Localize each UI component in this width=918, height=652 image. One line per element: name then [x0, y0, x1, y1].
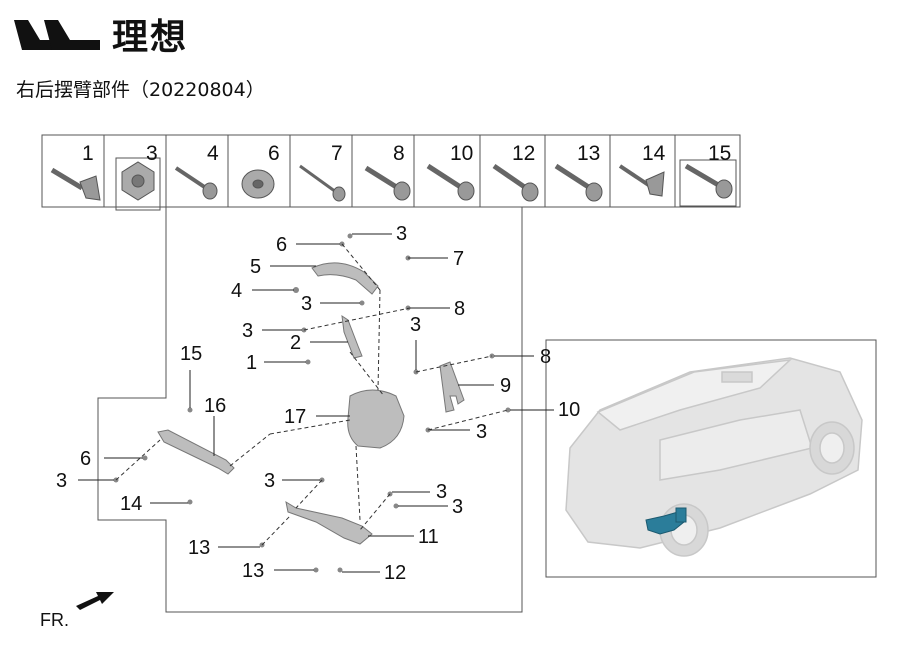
lower-arm-11	[285, 500, 373, 545]
callout-label: 3	[264, 470, 275, 492]
leader-lines	[78, 233, 554, 573]
header-nut-icon	[115, 157, 161, 211]
callout-label: 14	[120, 493, 142, 515]
header-bolt-icon	[492, 163, 539, 202]
callout-label: 10	[558, 399, 580, 421]
header-labels: 1 3 4 6 7 8 10 12 13 14 15	[82, 142, 731, 165]
trailing-link-9	[439, 361, 465, 413]
header-cell-label: 7	[331, 142, 343, 165]
upper-control-arm	[311, 262, 379, 295]
header-bolt-icon	[299, 164, 346, 202]
callout-label: 3	[410, 314, 421, 336]
callout-label: 16	[204, 395, 226, 417]
highlighted-part-icon	[645, 507, 687, 535]
callout-label: 4	[231, 280, 242, 302]
callout-label: 5	[250, 256, 261, 278]
diagram-frame	[97, 207, 523, 613]
header-cell-label: 14	[642, 142, 666, 165]
callout-labels: 6 3 5 7 4 3 8 3 2 1 3 8 9 10 3 15 16 17 …	[56, 223, 580, 584]
header-cell-label: 3	[146, 142, 158, 165]
callout-label: 2	[290, 332, 301, 354]
callout-label: 3	[452, 496, 463, 518]
brand-logo: 理想	[14, 8, 188, 60]
header-cell-label: 8	[393, 142, 405, 165]
front-direction-arrow-icon	[76, 592, 114, 610]
header-cell-label: 15	[708, 142, 731, 165]
header-bolt-icon	[554, 163, 603, 202]
header-bolt-icon	[174, 166, 218, 200]
header-part-icons	[50, 157, 737, 211]
callout-label: 6	[80, 448, 91, 470]
parts-header-strip	[41, 134, 741, 208]
header-cell-label: 10	[450, 142, 473, 165]
callout-label: 15	[180, 343, 202, 365]
header-washer-icon	[241, 169, 275, 199]
header-bolt-icon	[50, 167, 101, 201]
lower-link-16	[157, 429, 235, 475]
callout-label: 3	[436, 481, 447, 503]
toe-link	[341, 314, 363, 359]
brand-name: 理想	[112, 17, 189, 58]
callout-label: 3	[56, 470, 67, 492]
header-bolt-icon	[426, 163, 475, 201]
front-direction-label: FR.	[40, 610, 69, 630]
callout-label: 3	[396, 223, 407, 245]
assembly-dashes	[115, 243, 509, 546]
callout-label: 17	[284, 406, 306, 428]
header-cell-label: 1	[82, 142, 94, 165]
header-cell-label: 4	[207, 142, 219, 165]
callout-label: 11	[418, 526, 439, 548]
vehicle-inset	[545, 339, 877, 578]
callout-label: 8	[454, 298, 465, 320]
header-cell-label: 13	[577, 142, 600, 165]
header-bolt-icon	[618, 164, 665, 197]
parts-drawings	[157, 262, 465, 545]
callout-label: 6	[276, 234, 287, 256]
callout-label: 8	[540, 346, 551, 368]
callout-label: 13	[188, 537, 210, 559]
callout-label: 3	[476, 421, 487, 443]
callout-label: 3	[242, 320, 253, 342]
header-cell-label: 12	[512, 142, 535, 165]
knuckle-17	[347, 389, 405, 449]
callout-label: 1	[246, 352, 257, 374]
li-auto-logo-icon	[14, 20, 100, 50]
header-bolt-icon	[679, 159, 737, 207]
page-title: 右后摆臂部件（20220804）	[16, 79, 265, 101]
header-bolt-icon	[364, 165, 411, 201]
callout-label: 12	[384, 562, 406, 584]
callout-label: 3	[301, 293, 312, 315]
header-cell-label: 6	[268, 142, 280, 165]
callout-label: 9	[500, 375, 511, 397]
callout-label: 7	[453, 248, 464, 270]
callout-label: 13	[242, 560, 264, 582]
